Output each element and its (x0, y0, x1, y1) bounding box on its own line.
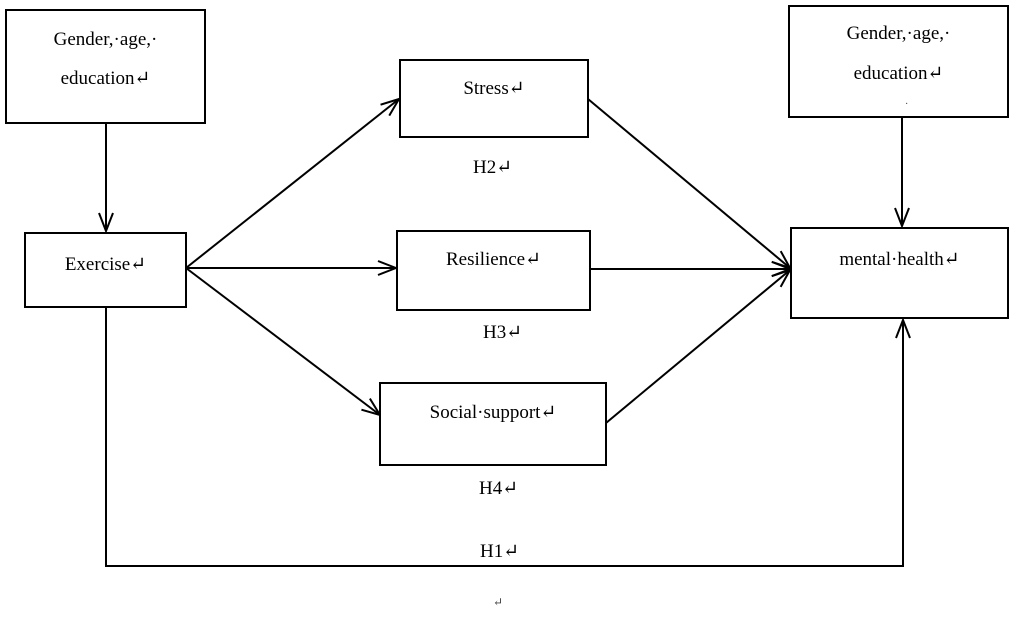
resilience-label: Resilience↵ (445, 249, 542, 270)
arrow-exercise-to-stress (185, 99, 399, 269)
hypothesis-h2-label: H2↵ (473, 157, 513, 178)
hypothesis-h3-label: H3↵ (483, 322, 523, 343)
exercise-box: Exercise↵ (24, 232, 187, 308)
social-support-label: Social·support↵ (429, 402, 557, 423)
covariates-box-right: Gender,·age,· education↵ · (788, 5, 1009, 118)
hypothesis-h4-label: H4↵ (479, 478, 519, 499)
covariates-left-line2: education↵ (60, 68, 151, 89)
stress-box: Stress↵ (399, 59, 589, 138)
covariates-box-left: Gender,·age,· education↵ (5, 9, 206, 124)
hypothesis-h1-label: H1↵ (480, 541, 520, 562)
covariates-right-line1: Gender,·age,· (846, 23, 951, 44)
arrow-stress-to-mental-health (587, 98, 790, 268)
social-support-box: Social·support↵ (379, 382, 607, 466)
mental-health-box: mental·health↵ (790, 227, 1009, 319)
exercise-label: Exercise↵ (64, 254, 147, 275)
arrow-social-support-to-mental-health (605, 270, 790, 424)
covariates-left-line1: Gender,·age,· (53, 29, 158, 50)
stress-label: Stress↵ (463, 78, 525, 99)
covariates-right-line2: education↵ (853, 63, 944, 84)
trailing-paragraph-mark: ↵ (493, 595, 504, 609)
stray-dot: · (905, 99, 909, 110)
arrow-exercise-to-social-support (185, 267, 380, 415)
mental-health-label: mental·health↵ (839, 249, 960, 270)
resilience-box: Resilience↵ (396, 230, 591, 311)
arrow-exercise-to-mental-health-direct (105, 307, 903, 567)
